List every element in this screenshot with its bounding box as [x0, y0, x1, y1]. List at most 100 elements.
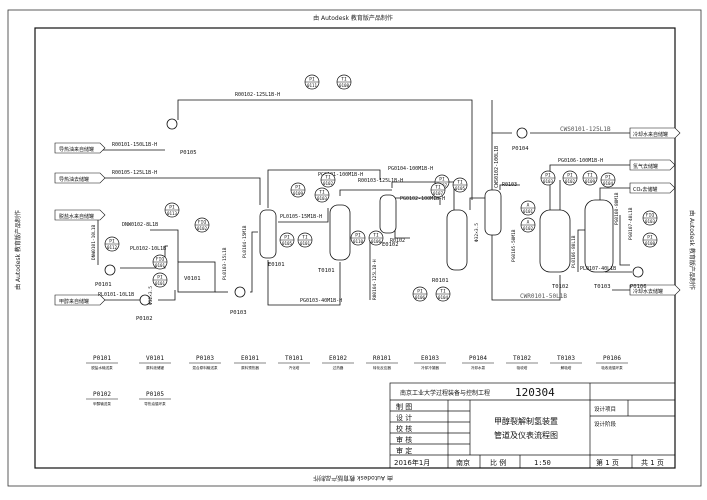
instrument-number: 0112: [107, 245, 118, 250]
watermark-top: 由 Autodesk 教育版产品制作: [313, 14, 393, 22]
watermark-right: 由 Autodesk 教育版产品制作: [688, 210, 696, 290]
tag-p0105: P0105: [180, 150, 197, 156]
pump-p0103: [234, 286, 246, 298]
outlet-desalted-water: 脱盐水来自储罐: [59, 213, 94, 220]
pump-p0106: [632, 266, 644, 278]
titleblock-title-line1: 甲醇裂解制氢装置: [494, 416, 558, 426]
instrument-number: 0104: [603, 181, 614, 186]
pipe-pg0108: [619, 215, 630, 266]
instrument-number: 0101: [523, 209, 534, 214]
pipe-co2: [599, 187, 630, 200]
instrument-function: PI: [109, 239, 115, 245]
tag-t0103: T0103: [594, 284, 611, 290]
legend-tag: P0101: [93, 355, 111, 362]
tower-t0102: [539, 209, 571, 273]
outlet-co2: CO₂去储罐: [633, 186, 657, 193]
instrument-function: PI: [545, 173, 551, 179]
watermark-bottom: 由 Autodesk 教育版产品制作: [313, 474, 393, 482]
titleblock-date: 2016年1月: [394, 458, 430, 467]
exchanger-e0103: [484, 189, 502, 236]
titleblock-company: 南京工业大学过程装备与控制工程: [400, 389, 490, 397]
titleblock-stage-2: 设计阶段: [594, 420, 617, 428]
instrument-number: 0103: [317, 196, 328, 201]
instrument-number: 0109: [585, 179, 596, 184]
instrument-function: A: [527, 203, 530, 209]
instrument-function: FIQ: [156, 257, 164, 263]
pump-p0102: [139, 294, 151, 306]
outlet-oil-return-box: [54, 172, 106, 184]
line-labels: R00102-125L1B-H R00101-150L1B-H R00105-1…: [91, 92, 634, 305]
outlet-tags: 导热油来自储罐 导热油去储罐 脱盐水来自储罐 甲醇来自储罐 冷却水来自储罐 氢气…: [54, 127, 681, 306]
titleblock-role: 设 计: [396, 413, 412, 422]
instrument-number: 0103: [543, 179, 554, 184]
titleblock-place: 南京: [456, 458, 470, 467]
instrument-function: A: [527, 220, 530, 226]
instrument-number: 0106: [371, 239, 382, 244]
equipment-tags: P0105 P0104 P0101 P0102 P0103 V0101 E010…: [95, 146, 647, 322]
tower-t0101: [329, 204, 351, 261]
watermark-left: 由 Autodesk 教育版产品制作: [14, 210, 22, 290]
instrument-function: PI: [169, 205, 175, 211]
tag-p0104: P0104: [512, 146, 529, 152]
legend-tag: E0102: [329, 355, 347, 362]
instrument-number: 0108: [339, 83, 350, 88]
instrument-bubbles: PI0111TI0108PI0113PI0112FIQ0101PI0101FIQ…: [104, 74, 658, 302]
titleblock-frame: [389, 382, 676, 469]
legend-desc: 过热器: [333, 365, 344, 370]
outlet-steam-condensate: 导热油来自储罐: [59, 146, 94, 153]
legend-tag: E0101: [241, 355, 259, 362]
outlet-cooling-supply-box: [629, 127, 681, 139]
pipe-pg0101: [267, 169, 381, 208]
instrument-function: PI: [284, 235, 290, 241]
pump-p0101: [104, 264, 116, 276]
label-pg0102: PG0102-100M1B-H: [400, 196, 445, 202]
instrument-number: 0111: [307, 83, 318, 88]
titleblock-project-no: 120304: [515, 386, 555, 399]
pipe-pg0106: [549, 164, 630, 210]
label-pg0107: PG0107-40L1B: [628, 207, 634, 240]
instrument-number: 0104: [438, 295, 449, 300]
inner-frame: [34, 27, 676, 469]
label-pipe-size-2: Φ32×3.5: [474, 223, 480, 242]
label-pipe-size-1: Φ32×3.5: [148, 286, 154, 305]
instrument-function: TI: [319, 190, 325, 196]
instrument-function: TI: [325, 175, 331, 181]
vessel-v0101: [177, 261, 216, 293]
outer-frame: [7, 9, 702, 487]
titleblock-scale-value: 1:50: [534, 459, 551, 467]
legend-desc: 汽化塔: [289, 365, 300, 370]
label-pl0105: PL0105-15M1B-H: [280, 214, 322, 220]
label-pg0106: PG0106-100M1B-H: [558, 158, 603, 164]
legend-item: E0102 过热器: [322, 355, 354, 370]
pump-p0104: [516, 127, 528, 139]
instrument-function: TI: [440, 289, 446, 295]
legend-desc: 解吸塔: [561, 365, 572, 370]
label-cws0101: CWS0101-125L1B: [560, 126, 611, 133]
instrument-number: 0101: [155, 263, 166, 268]
instrument-number: 0109: [293, 191, 304, 196]
instrument-function: TI: [435, 185, 441, 191]
legend-tag: E0103: [421, 355, 439, 362]
legend-desc: 甲醇输送泵: [93, 401, 111, 406]
instrument-number: 0101: [155, 281, 166, 286]
titleblock-role: 审 定: [396, 446, 412, 455]
instrument-function: PI: [157, 275, 163, 281]
legend-tag: T0102: [513, 355, 531, 362]
